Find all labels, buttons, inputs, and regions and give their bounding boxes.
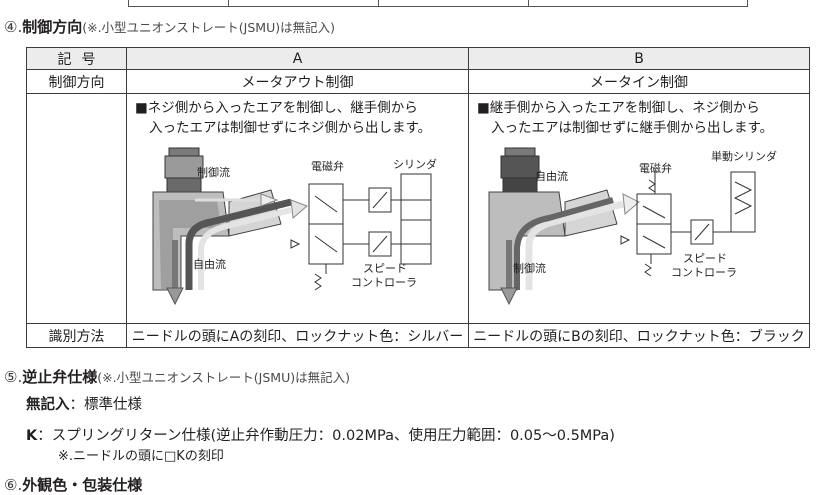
- spec-k-key: K: [26, 428, 38, 444]
- top-border-line: [128, 0, 748, 7]
- section6-heading: ⑥.外観色・包装仕様: [4, 474, 142, 495]
- section4-title: 制御方向: [22, 18, 83, 36]
- section6-title: 外観色・包装仕様: [22, 476, 143, 494]
- section5-heading: ⑤.逆止弁仕様(※.小型ユニオンストレート(JSMU)は無記入): [4, 366, 350, 387]
- label-cylinder-a: シリンダ: [393, 157, 437, 171]
- section4-marker: ④.: [4, 18, 23, 36]
- fitting-b-graphic: [488, 147, 640, 306]
- spec-k-value: ：スプリングリターン仕様(逆止弁作動圧力：0.02MPa、使用圧力範囲：0.05…: [37, 428, 615, 444]
- desc-b-line2: 入ったエアは制御せずに継手側から出します。: [491, 120, 774, 136]
- id-b: ニードルの頭にBの刻印、ロックナット色：ブラック: [468, 323, 810, 348]
- description-a-cell: ■ネジ側から入ったエアを制御し、継手側から 入ったエアは制御せずにネジ側から出し…: [126, 93, 469, 324]
- label-solenoid-a: 電磁弁: [311, 159, 344, 173]
- label-speed-b-1: スピード: [683, 252, 727, 265]
- meter-in-diagram: 自由流 制御流: [488, 147, 777, 306]
- label-control-flow-b: 制御流: [513, 261, 546, 275]
- label-free-flow-a: 自由流: [193, 257, 226, 271]
- id-a: ニードルの頭にAの刻印、ロックナット色：シルバー: [126, 323, 469, 348]
- description-b-cell: ■継手側から入ったエアを制御し、ネジ側から 入ったエアは制御せずに継手側から出し…: [468, 93, 810, 324]
- label-speed-a-1: スピード: [363, 262, 407, 275]
- spec-standard-line: 無記入：標準仕様: [26, 393, 142, 414]
- label-speed-b-2: コントローラ: [671, 266, 737, 279]
- description-label-empty: [26, 93, 127, 324]
- desc-b-line1: ■継手側から入ったエアを制御し、ネジ側から: [477, 100, 760, 116]
- section6-marker: ⑥.: [4, 476, 23, 494]
- desc-a-line1: ■ネジ側から入ったエアを制御し、継手側から: [135, 100, 418, 116]
- table-header-row: 記号 A B: [26, 47, 810, 70]
- spec-k-line: K：スプリングリターン仕様(逆止弁作動圧力：0.02MPa、使用圧力範囲：0.0…: [26, 424, 615, 445]
- fitting-a-graphic: [152, 147, 308, 306]
- label-speed-a-2: コントローラ: [351, 276, 417, 289]
- direction-b: メータイン制御: [468, 69, 810, 94]
- section4-heading: ④.制御方向(※.小型ユニオンストレート(JSMU)は無記入): [4, 16, 335, 37]
- header-col-b: B: [468, 47, 810, 70]
- section4-note: (※.小型ユニオンストレート(JSMU)は無記入): [82, 20, 335, 35]
- meter-out-diagram: 制御流 自由流: [152, 147, 437, 306]
- id-label: 識別方法: [26, 323, 127, 348]
- solenoid-valve-b-symbol: [620, 170, 756, 277]
- section5-title: 逆止弁仕様: [22, 368, 98, 386]
- header-col-a: A: [126, 47, 469, 70]
- section5-note: (※.小型ユニオンストレート(JSMU)は無記入): [97, 370, 350, 385]
- direction-row: 制御方向 メータアウト制御 メータイン制御: [26, 69, 810, 94]
- spec-k-note: ※.ニードルの頭に□Kの刻印: [58, 449, 224, 464]
- label-free-flow-b: 自由流: [535, 169, 568, 183]
- identification-row: 識別方法 ニードルの頭にAの刻印、ロックナット色：シルバー ニードルの頭にBの刻…: [26, 323, 810, 348]
- spec-standard-key: 無記入: [26, 397, 70, 413]
- description-row: ■ネジ側から入ったエアを制御し、継手側から 入ったエアは制御せずにネジ側から出し…: [26, 93, 810, 324]
- label-solenoid-b: 電磁弁: [639, 161, 672, 175]
- solenoid-valve-a-symbol: [290, 173, 432, 291]
- label-cylinder-b: 単動シリンダ: [711, 149, 777, 163]
- section5-marker: ⑤.: [4, 368, 23, 386]
- header-symbol: 記号: [26, 47, 127, 70]
- label-control-flow-a: 制御流: [197, 165, 230, 179]
- spec-standard-value: ：標準仕様: [69, 397, 143, 413]
- control-direction-table: 記号 A B 制御方向 メータアウト制御 メータイン制御 ■ネジ側から入ったエア…: [26, 47, 810, 348]
- direction-label: 制御方向: [26, 69, 127, 94]
- desc-a-line2: 入ったエアは制御せずにネジ側から出します。: [149, 120, 432, 136]
- direction-a: メータアウト制御: [126, 69, 469, 94]
